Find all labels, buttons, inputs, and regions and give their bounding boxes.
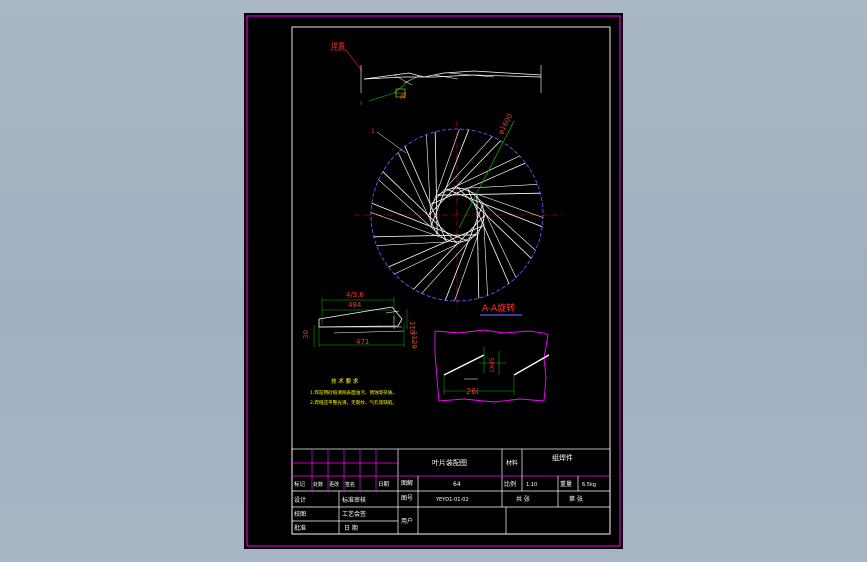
tb-qty: 64 xyxy=(453,481,461,488)
blade-line xyxy=(446,188,543,228)
weld-dim: 1X45 xyxy=(489,357,496,373)
blade-line xyxy=(456,186,544,218)
tb-checker: 校图 xyxy=(294,510,306,518)
blade-line xyxy=(434,131,438,235)
tb-date-col: 日期 xyxy=(378,481,390,488)
tb-drawing-label: 图解 xyxy=(401,479,413,487)
diameter-label: φ1600 xyxy=(497,112,515,136)
tb-weight-value: 6.5kg xyxy=(582,482,596,488)
leader-label: 1 xyxy=(371,128,375,135)
dim-4: 110 xyxy=(408,321,416,334)
blade-line xyxy=(428,140,501,216)
blade-line xyxy=(444,204,484,301)
impeller-view: φ1600 1 A-A旋转 xyxy=(354,112,562,316)
tb-date: 日 期 xyxy=(344,524,358,532)
tb-designer: 设计 xyxy=(294,496,306,504)
blade-line xyxy=(413,214,486,290)
blade-line xyxy=(476,195,480,299)
blade-line xyxy=(382,171,458,244)
title-block-text: 叶片装配图 材料 组焊件 图解 64 比例 1:10 重量 6.5kg 图号 Y… xyxy=(294,453,596,532)
dim-6: 30 xyxy=(302,330,310,339)
tb-drawing-no: YEYD1-01-02 xyxy=(435,497,469,503)
blade-line xyxy=(446,184,538,190)
dim-1: 4/3.6 xyxy=(346,291,364,299)
notes-title: 技 术 要 求 xyxy=(331,377,359,385)
blade-line xyxy=(430,129,470,226)
technical-notes: 技 术 要 求 1.焊前用砂纸清除表面油污、锈蚀等杂质。 2.焊缝应平整光滑，无… xyxy=(310,377,397,406)
blade-line xyxy=(476,195,517,278)
blade-line xyxy=(428,128,460,216)
blade-line xyxy=(426,134,432,226)
tb-part-name: 叶片装配图 xyxy=(432,458,467,467)
blade-line xyxy=(373,234,477,238)
blade-line xyxy=(371,202,468,242)
title-block xyxy=(291,448,611,535)
top-view: 焊置 焊 xyxy=(330,41,542,105)
left-detail: 4/3.6 484 471 110 1129 30 xyxy=(302,291,418,349)
tb-category: 组焊件 xyxy=(552,453,573,462)
blade-line xyxy=(376,240,468,246)
blade-line xyxy=(394,234,477,275)
tb-material-label: 材料 xyxy=(506,459,518,467)
blade-line xyxy=(397,152,438,235)
weld-length: 26i xyxy=(466,387,478,396)
diameter-leader xyxy=(458,120,515,229)
blade-line xyxy=(404,146,447,242)
outer-frame xyxy=(246,15,621,547)
tb-process: 工艺会签 xyxy=(342,510,366,518)
notes-line-2: 2.焊缝应平整光滑，无裂纹、气孔等缺陷。 xyxy=(310,399,397,406)
tb-sign: 签名 xyxy=(345,481,355,488)
notes-line-1: 1.焊前用砂纸清除表面油污、锈蚀等杂质。 xyxy=(310,389,397,396)
tb-sheet-no: 第 张 xyxy=(569,495,583,503)
dim-3: 471 xyxy=(356,338,369,346)
tb-standard: 标准审核 xyxy=(342,496,366,504)
section-label: A-A旋转 xyxy=(482,302,515,314)
blade-line xyxy=(482,204,488,296)
blade-line xyxy=(456,186,532,259)
blade-line xyxy=(467,188,510,284)
tb-approve: 批准 xyxy=(294,524,306,532)
blade-line xyxy=(388,225,484,268)
blade-lines xyxy=(370,128,544,302)
dim-2: 484 xyxy=(348,301,362,309)
right-detail: 1X45 26i xyxy=(434,329,550,403)
cad-drawing: 焊置 焊 φ1600 1 A-A旋转 4/3.6 484 xyxy=(246,15,621,547)
blade-line xyxy=(437,192,541,196)
tb-weight-label: 重量 xyxy=(560,480,572,488)
tb-user: 用户 xyxy=(401,517,413,525)
top-view-label: 焊置 xyxy=(331,41,345,50)
tb-sheet-total: 共 张 xyxy=(516,495,530,503)
drawing-sheet: 焊置 焊 φ1600 1 A-A旋转 4/3.6 484 xyxy=(244,13,623,549)
blade-line xyxy=(370,212,458,244)
tb-drawing-no-label: 图号 xyxy=(401,495,413,502)
tb-scale-value: 1:10 xyxy=(526,482,537,488)
tb-change: 更改 xyxy=(329,481,339,488)
blade-line xyxy=(430,162,526,205)
tb-scale-label: 比例 xyxy=(504,480,516,488)
tb-mark: 标记 xyxy=(294,480,306,488)
blade-line xyxy=(437,155,520,196)
tb-count: 处数 xyxy=(313,481,323,488)
break-outline xyxy=(434,329,549,403)
